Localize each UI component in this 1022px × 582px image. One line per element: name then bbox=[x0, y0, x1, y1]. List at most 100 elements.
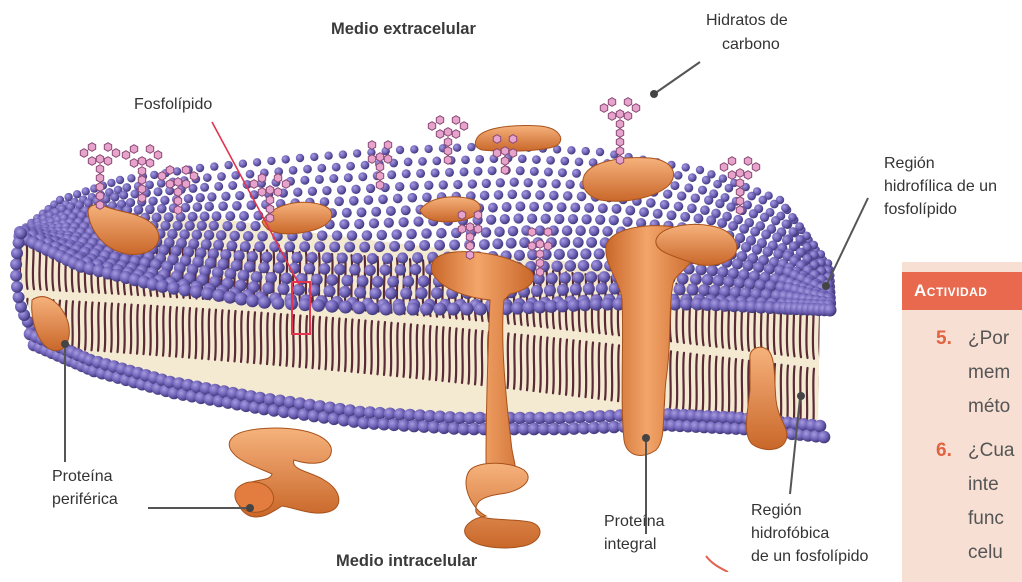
sugar-unit bbox=[736, 179, 743, 188]
phospholipid-head bbox=[284, 241, 295, 252]
phospholipid-head bbox=[677, 191, 686, 200]
fatty-acid-tail bbox=[378, 322, 379, 375]
phospholipid-head bbox=[389, 241, 400, 252]
sugar-unit bbox=[736, 188, 743, 197]
sugar-unit bbox=[474, 211, 481, 220]
sugar-unit bbox=[466, 223, 473, 232]
sugar-unit bbox=[728, 171, 735, 180]
phospholipid-head bbox=[583, 283, 595, 295]
phospholipid-head bbox=[609, 215, 619, 225]
sugar-unit bbox=[536, 268, 543, 277]
label-periferica-2: periférica bbox=[52, 489, 118, 511]
phospholipid-head bbox=[382, 253, 393, 264]
sugar-unit bbox=[536, 250, 543, 259]
phospholipid-head bbox=[308, 187, 317, 196]
fatty-acid-tail bbox=[417, 325, 418, 378]
sugar-unit bbox=[266, 205, 273, 214]
fatty-acid-tail bbox=[612, 345, 613, 401]
phospholipid-head bbox=[596, 148, 604, 156]
sugar-unit bbox=[444, 128, 451, 137]
fatty-acid-tail bbox=[358, 320, 359, 372]
phospholipid-head bbox=[439, 180, 448, 189]
fatty-acid-tail bbox=[508, 334, 509, 388]
sugar-unit bbox=[376, 163, 383, 172]
phospholipid-head bbox=[818, 431, 831, 444]
phospholipid-head bbox=[572, 169, 581, 178]
phospholipid-head bbox=[352, 253, 363, 264]
phospholipid-head bbox=[406, 229, 417, 240]
label-medio-extracelular: Medio extracelular bbox=[331, 18, 476, 40]
phospholipid-head bbox=[492, 238, 503, 249]
question-5-line-1: ¿Por bbox=[968, 322, 1009, 356]
phospholipid-head bbox=[332, 163, 341, 172]
phospholipid-head bbox=[148, 196, 157, 205]
phospholipid-head bbox=[82, 187, 90, 195]
phospholipid-head bbox=[107, 179, 115, 187]
sugar-unit bbox=[752, 163, 759, 172]
phospholipid-head bbox=[690, 273, 702, 285]
phospholipid-head bbox=[544, 284, 556, 296]
phospholipid-head bbox=[395, 182, 404, 191]
phospholipid-head bbox=[225, 211, 235, 221]
phospholipid-head bbox=[197, 221, 207, 231]
phospholipid-head bbox=[431, 168, 440, 177]
phospholipid-head bbox=[203, 173, 212, 182]
phospholipid-head bbox=[596, 282, 608, 294]
phospholipid-head bbox=[386, 206, 396, 216]
fatty-acid-tail bbox=[339, 318, 340, 370]
phospholipid-head bbox=[580, 248, 591, 259]
sugar-unit bbox=[258, 174, 265, 183]
phospholipid-head bbox=[725, 184, 734, 193]
phospholipid-head bbox=[366, 302, 379, 315]
sugar-unit bbox=[130, 159, 137, 168]
phospholipid-head bbox=[311, 274, 323, 286]
label-hidrofilica-1: Región bbox=[884, 153, 935, 175]
phospholipid-head bbox=[329, 241, 340, 252]
question-6-line-2: inte bbox=[968, 468, 999, 502]
sugar-unit bbox=[616, 120, 623, 129]
sugar-unit bbox=[493, 149, 500, 158]
sugar-unit bbox=[436, 116, 443, 125]
phospholipid-head bbox=[513, 213, 523, 223]
phospholipid-head bbox=[247, 251, 258, 262]
phospholipid-head bbox=[625, 206, 635, 216]
phospholipid-head bbox=[565, 180, 574, 189]
phospholipid-head bbox=[535, 225, 546, 236]
fatty-acid-tail bbox=[118, 304, 119, 352]
phospholipid-head bbox=[218, 201, 228, 211]
phospholipid-head bbox=[482, 179, 491, 188]
phospholipid-head bbox=[110, 193, 119, 202]
fatty-acid-tail bbox=[313, 316, 314, 368]
phospholipid-head bbox=[529, 202, 539, 212]
phospholipid-head bbox=[358, 172, 367, 181]
phospholipid-head bbox=[502, 202, 512, 212]
activity-panel: Actividad 5. ¿Por mem méto 6. ¿Cua inte … bbox=[902, 262, 1022, 582]
phospholipid-head bbox=[771, 216, 780, 225]
sugar-unit bbox=[728, 157, 735, 166]
fatty-acid-tail bbox=[280, 314, 281, 365]
carbohydrate-chain bbox=[368, 141, 391, 190]
phospholipid-head bbox=[570, 203, 580, 213]
fatty-acid-tail bbox=[267, 313, 268, 364]
phospholipid-head bbox=[243, 231, 254, 242]
phospholipid-head bbox=[397, 252, 408, 263]
fatty-acid-tail bbox=[618, 345, 619, 401]
phospholipid-head bbox=[185, 221, 195, 231]
phospholipid-head bbox=[421, 228, 432, 239]
phospholipid-head bbox=[508, 226, 519, 237]
fatty-acid-tail bbox=[105, 303, 106, 351]
phospholipid-head bbox=[728, 221, 738, 231]
phospholipid-head bbox=[420, 303, 433, 316]
phospholipid-head bbox=[418, 275, 430, 287]
phospholipid-head bbox=[601, 298, 614, 311]
phospholipid-head bbox=[179, 284, 192, 297]
phospholipid-head bbox=[341, 275, 353, 287]
phospholipid-head bbox=[380, 264, 391, 275]
phospholipid-head bbox=[510, 178, 519, 187]
phospholipid-head bbox=[246, 294, 259, 307]
fatty-acid-tail bbox=[397, 323, 398, 376]
fatty-acid-tail bbox=[287, 315, 288, 366]
sugar-unit bbox=[154, 151, 161, 160]
phospholipid-head bbox=[145, 180, 154, 189]
sugar-unit bbox=[88, 157, 95, 166]
